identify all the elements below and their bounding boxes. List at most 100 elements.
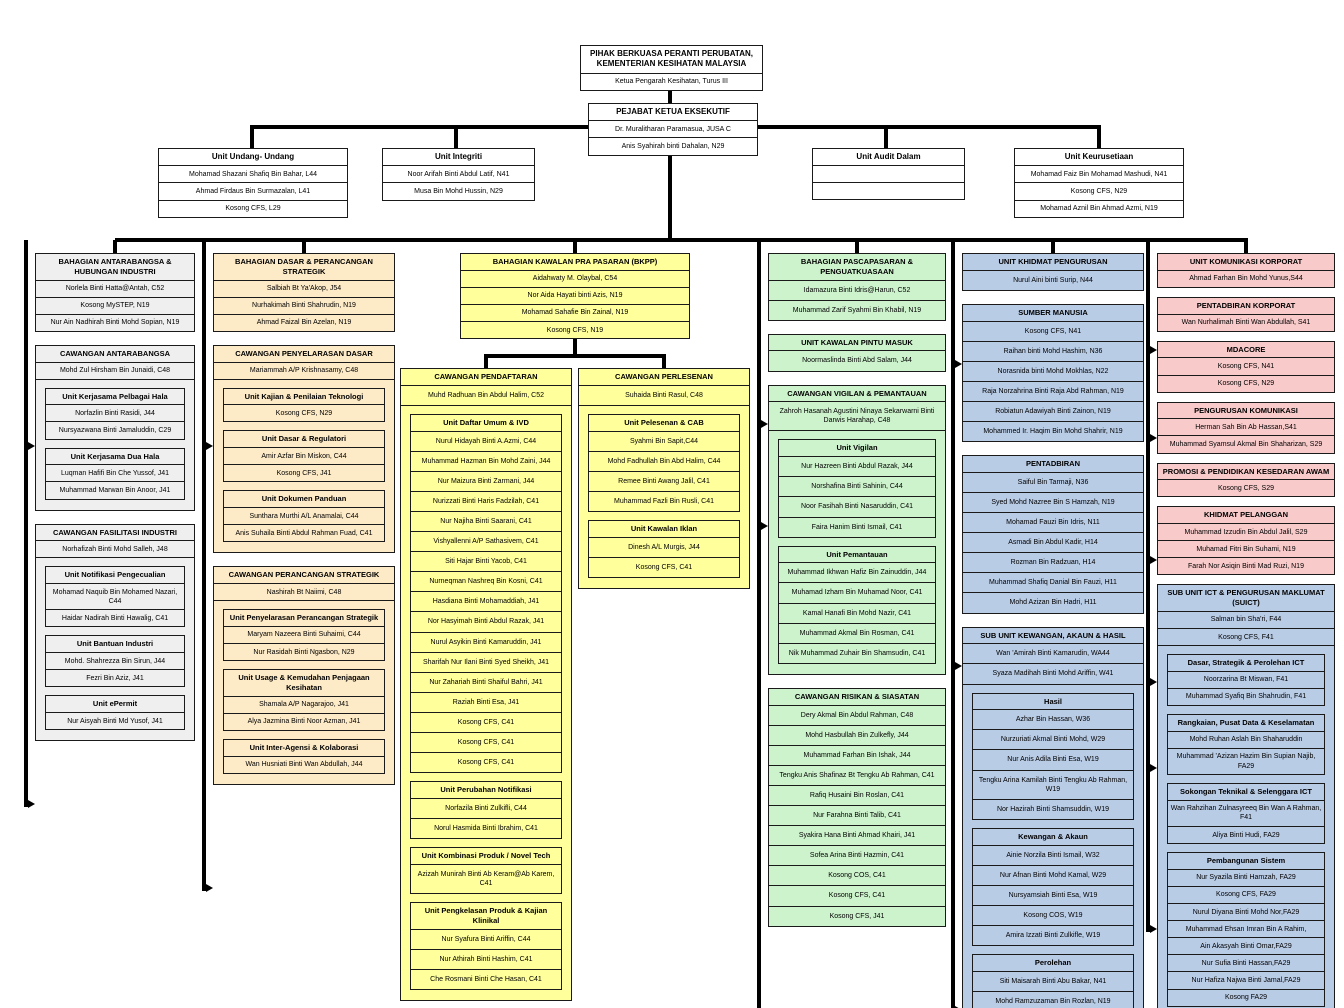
member-row: Noorzarina Bt Miswan, F41 xyxy=(1168,672,1324,689)
section-title: BAHAGIAN PASCAPASARAN & PENGUATKUASAAN xyxy=(769,254,945,281)
member-row: Syakira Hana Binti Ahmad Khairi, J41 xyxy=(769,826,945,847)
arrow-icon xyxy=(1150,678,1157,686)
arrow-icon xyxy=(28,442,35,450)
member-row: Norasnida binti Mohd Mokhlas, N22 xyxy=(963,362,1143,382)
org-section: BAHAGIAN KAWALAN PRA PASARAN (BKPP)Aidah… xyxy=(460,253,690,340)
subunit-title: Dasar, Strategik & Perolehan ICT xyxy=(1168,655,1324,672)
member-row: Kosong CFS, S29 xyxy=(1217,484,1275,492)
section-title: SUB UNIT KEWANGAN, AKAUN & HASIL xyxy=(963,628,1143,645)
member-row: Fezri Bin Aziz, J41 xyxy=(86,674,144,682)
member-row: Mohd Azizan Bin Hadri, H11 xyxy=(1009,599,1097,607)
arrow-icon xyxy=(955,662,962,670)
subunit-title: Unit Notifikasi Pengecualian xyxy=(46,567,184,585)
member-row: Muhammad Shafiq Danial Bin Fauzi, H11 xyxy=(963,573,1143,594)
subunit-title: Unit Penyelarasan Perancangan Strategik xyxy=(224,610,384,627)
arrow-icon xyxy=(761,420,768,428)
connector xyxy=(1051,240,1055,255)
member-row: Nurneqman Nashreq Bin Kosni, C41 xyxy=(411,572,561,593)
member-row: Muhd Radhuan Bin Abdul Halim, C52 xyxy=(401,386,571,406)
member-row: Muhammad Zarif Syahmi Bin Khabil, N19 xyxy=(792,306,922,314)
member-row: Mohd Fadhullah Bin Abd Halim, C44 xyxy=(589,452,739,472)
connector xyxy=(24,240,28,807)
connector xyxy=(113,240,117,255)
member-row: Dr. Muralitharan Paramasua, JUSA C xyxy=(589,121,757,139)
member-row: Norhafizah Binti Mohd Salleh, J48 xyxy=(36,541,194,559)
member-row: Idamazura Binti Idris@Harun, C52 xyxy=(769,281,945,301)
member-row: Kosong CFS, N29 xyxy=(275,409,333,417)
subunit-title: Unit Kajian & Penilaian Teknologi xyxy=(224,389,384,406)
arrow-icon xyxy=(28,800,35,808)
member-row: Nik Muhammad Zuhair Bin Shamsudin, C41 xyxy=(788,649,926,657)
member-row: Rafiq Husaini Bin Roslan, C41 xyxy=(769,786,945,807)
member-row: Nursyazwana Binti Jamaluddin, C29 xyxy=(58,426,172,434)
connector xyxy=(573,240,577,255)
org-column-intl: BAHAGIAN ANTARABANGSA & HUBUNGAN INDUSTR… xyxy=(35,253,195,754)
member-row: Kosong CFS, N41 xyxy=(963,322,1143,342)
member-row: Wan Rahzihan Zulnasyreeq Bin Wan A Rahma… xyxy=(1168,801,1324,828)
subunit-title: Rangkaian, Pusat Data & Keselamatan xyxy=(1168,715,1324,732)
section-title: SUMBER MANUSIA xyxy=(963,305,1143,322)
section-title: CAWANGAN PERANCANGAN STRATEGIK xyxy=(214,567,394,585)
subunit-title: Perolehan xyxy=(973,955,1133,972)
member-row: Nur Rasidah Binti Ngasbon, N29 xyxy=(253,648,355,656)
member-row: Noor Arifah Binti Abdul Latif, N41 xyxy=(383,166,534,184)
connector xyxy=(668,150,672,242)
member-row: Nur Ain Nadhirah Binti Mohd Sopian, N19 xyxy=(50,319,180,327)
member-row: Amir Azfar Bin Miskon, C44 xyxy=(224,448,384,466)
root-title: PIHAK BERKUASA PERANTI PERUBATAN, KEMENT… xyxy=(581,46,762,74)
connector xyxy=(1097,125,1101,150)
staff-unit-title: Unit Undang- Undang xyxy=(159,149,347,167)
subunit-title: Unit Pemantauan xyxy=(779,547,935,564)
member-row: Raihan binti Mohd Hashim, N36 xyxy=(963,342,1143,362)
member-row xyxy=(813,166,964,184)
section-title: CAWANGAN PERLESENAN xyxy=(579,369,749,386)
member-row: Muhamad Izham Bin Muhamad Noor, C41 xyxy=(779,583,935,604)
member-row: Anis Suhaila Binti Abdul Rahman Fuad, C4… xyxy=(235,529,373,537)
section-title: BAHAGIAN DASAR & PERANCANGAN STRATEGIK xyxy=(214,254,394,281)
member-row: Mohammed Ir. Haqim Bin Mohd Shahrir, N19 xyxy=(983,428,1123,436)
member-row: Mohamad Naquib Bin Mohamed Nazari, C44 xyxy=(46,584,184,611)
subunit-title: Unit Kawalan Iklan xyxy=(589,521,739,538)
member-row: Mohd. Shahrezza Bin Sirun, J44 xyxy=(46,653,184,671)
member-row: Kosong CFS, J41 xyxy=(829,912,885,920)
member-row: Wan Nurhalimah Binti Wan Abdullah, S41 xyxy=(1181,319,1311,327)
member-row: Mohamad Fauzi Bin Idris, N11 xyxy=(963,513,1143,534)
section-title: CAWANGAN PENDAFTARAN xyxy=(401,369,571,386)
subunit-title: Unit Pengkelasan Produk & Kajian Klinika… xyxy=(411,903,561,930)
member-row: Aidahwaty M. Olaybal, C54 xyxy=(461,271,689,288)
member-row: Nur Zahariah Binti Shaiful Bahri, J41 xyxy=(411,673,561,693)
section-title: SUB UNIT ICT & PENGURUSAN MAKLUMAT (SUIC… xyxy=(1158,585,1334,612)
connector xyxy=(115,238,1248,242)
member-row: Alya Jazmina Binti Noor Azman, J41 xyxy=(247,718,361,726)
connector xyxy=(202,240,206,891)
org-subunit: Unit Pengkelasan Produk & Kajian Klinika… xyxy=(410,902,562,990)
member-row: Salbiah Bt Ya'Akop, J54 xyxy=(214,281,394,298)
member-row: Rozman Bin Radzuan, H14 xyxy=(963,553,1143,574)
org-section: SUB UNIT ICT & PENGURUSAN MAKLUMAT (SUIC… xyxy=(1157,584,1335,1008)
member-row: Tengku Anis Shafinaz Bt Tengku Ab Rahman… xyxy=(769,766,945,786)
section-title: PENTADBIRAN xyxy=(963,456,1143,473)
connector xyxy=(484,354,488,370)
member-row: Mohd Hasbullah Bin Zulkefly, J44 xyxy=(769,726,945,746)
subunit-title: Unit Kombinasi Produk / Novel Tech xyxy=(411,848,561,865)
